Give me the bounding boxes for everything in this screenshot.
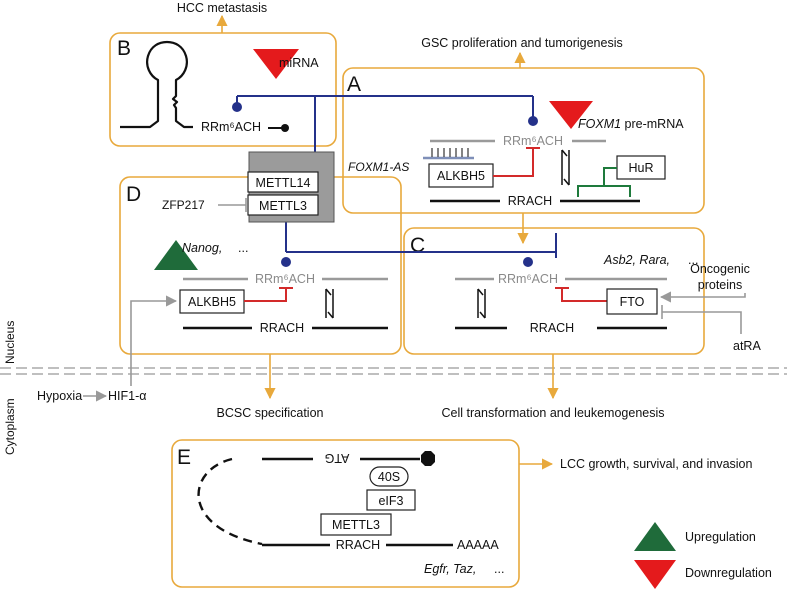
zfp217-label: ZFP217 — [162, 198, 205, 212]
mettl3-label: METTL3 — [259, 199, 307, 213]
mirna-down-triangle-icon — [253, 49, 299, 79]
mettl3-box — [247, 194, 319, 216]
panel-a-methylated-motif: RRm⁶ACH — [503, 134, 563, 148]
legend-up-label: Upregulation — [685, 530, 756, 544]
ribosome-40s-box — [369, 466, 409, 487]
outcome-d-label: BCSC specification — [217, 406, 324, 420]
foxm1-down-triangle-icon — [549, 101, 593, 129]
panel-a-motif: RRACH — [508, 194, 552, 208]
atra-label: atRA — [733, 339, 761, 353]
foxm1-as-label: FOXM1-AS — [348, 160, 409, 174]
egfr-taz-label: Egfr, Taz, — [424, 562, 476, 576]
methyl-mark-d — [281, 257, 291, 267]
panel-c-motif: RRACH — [530, 321, 574, 335]
cytoplasm-label: Cytoplasm — [3, 398, 17, 455]
methyl-mark-a — [528, 116, 538, 126]
panel-a-alkbh5-label: ALKBH5 — [437, 169, 485, 183]
panel-letter-d: D — [126, 183, 141, 206]
mirna-label: miRNA — [279, 56, 319, 70]
nanog-up-triangle-icon — [154, 240, 198, 270]
panel-d-methylated-motif: RRm⁶ACH — [255, 272, 315, 286]
panel-c-methylated-motif: RRm⁶ACH — [498, 272, 558, 286]
panel-letter-e: E — [177, 446, 191, 469]
mettl14-box — [247, 171, 319, 193]
hif1a-arrow — [130, 295, 178, 386]
hif1a-label: HIF1-α — [108, 389, 146, 403]
legend-down-triangle-icon — [634, 560, 676, 589]
panel-a-equilibrium-icon — [561, 149, 570, 186]
asb2-rara-ellipsis: ... — [688, 253, 698, 267]
panel-e-box — [171, 439, 520, 588]
writer-network — [236, 95, 557, 258]
panel-c-equilibrium-icon — [477, 288, 486, 319]
panel-c-box — [403, 227, 705, 355]
oncogenic-proteins-label-line1: Oncogenic — [690, 262, 750, 276]
outcome-a-label: GSC proliferation and tumorigenesis — [421, 36, 623, 50]
outcome-c-label: Cell transformation and leukemogenesis — [441, 406, 664, 420]
outcome-b-label: HCC metastasis — [177, 1, 267, 15]
panel-d-eraser-link — [244, 287, 293, 302]
foxm1-label: FOXM1 pre-mRNA — [578, 117, 684, 131]
panel-a-eraser-link — [493, 147, 540, 177]
legend-down-label: Downregulation — [685, 566, 772, 580]
panel-c-eraser-link — [555, 287, 607, 302]
foxm1-as-comb — [431, 148, 469, 157]
eif3-box — [366, 489, 416, 511]
legend-up-triangle-icon — [634, 522, 676, 551]
mirna-hairpin — [120, 40, 193, 129]
panel-e-mettl3-box — [320, 513, 392, 536]
panel-d-motif: RRACH — [260, 321, 304, 335]
cap-octagon-icon — [421, 451, 435, 466]
outcome-e-label: LCC growth, survival, and invasion — [560, 457, 752, 471]
panel-d-alkbh5-label: ALKBH5 — [188, 295, 236, 309]
panel-b-box — [109, 32, 337, 147]
methyl-mark-c — [523, 257, 533, 267]
asb2-rara-label: Asb2, Rara, — [603, 253, 670, 267]
panel-letter-c: C — [410, 234, 425, 257]
start-codon-label: ATG — [325, 451, 350, 465]
atra-inhibition-line — [662, 311, 742, 334]
panel-e-mettl3-label: METTL3 — [332, 518, 380, 532]
panel-e-motif: RRACH — [336, 538, 380, 552]
nucleus-label: Nucleus — [3, 321, 17, 364]
nanog-label: Nanog, — [182, 241, 222, 255]
fto-box — [606, 288, 658, 315]
fto-label: FTO — [620, 295, 645, 309]
oncogenic-arrow — [659, 291, 746, 303]
egfr-taz-ellipsis: ... — [494, 562, 504, 576]
methyl-mark-b — [232, 102, 242, 112]
nanog-ellipsis: ... — [238, 241, 248, 255]
ribosome-40s-label: 40S — [378, 470, 400, 484]
mrna-loop — [197, 457, 263, 546]
panel-b-motif-label: RRm⁶ACH — [201, 120, 261, 134]
panel-letter-b: B — [117, 37, 131, 60]
hypoxia-label: Hypoxia — [37, 389, 82, 403]
eif3-label: eIF3 — [378, 494, 403, 508]
panel-b-tail-dot — [281, 124, 289, 132]
mettl14-label: METTL14 — [256, 176, 311, 190]
panel-d-equilibrium-icon — [325, 288, 334, 319]
hur-label: HuR — [628, 161, 653, 175]
oncogenic-proteins-label-line2: proteins — [698, 278, 742, 292]
panel-letter-a: A — [347, 73, 361, 96]
polya-label: AAAAA — [457, 538, 499, 552]
hur-binding-link — [577, 167, 631, 197]
